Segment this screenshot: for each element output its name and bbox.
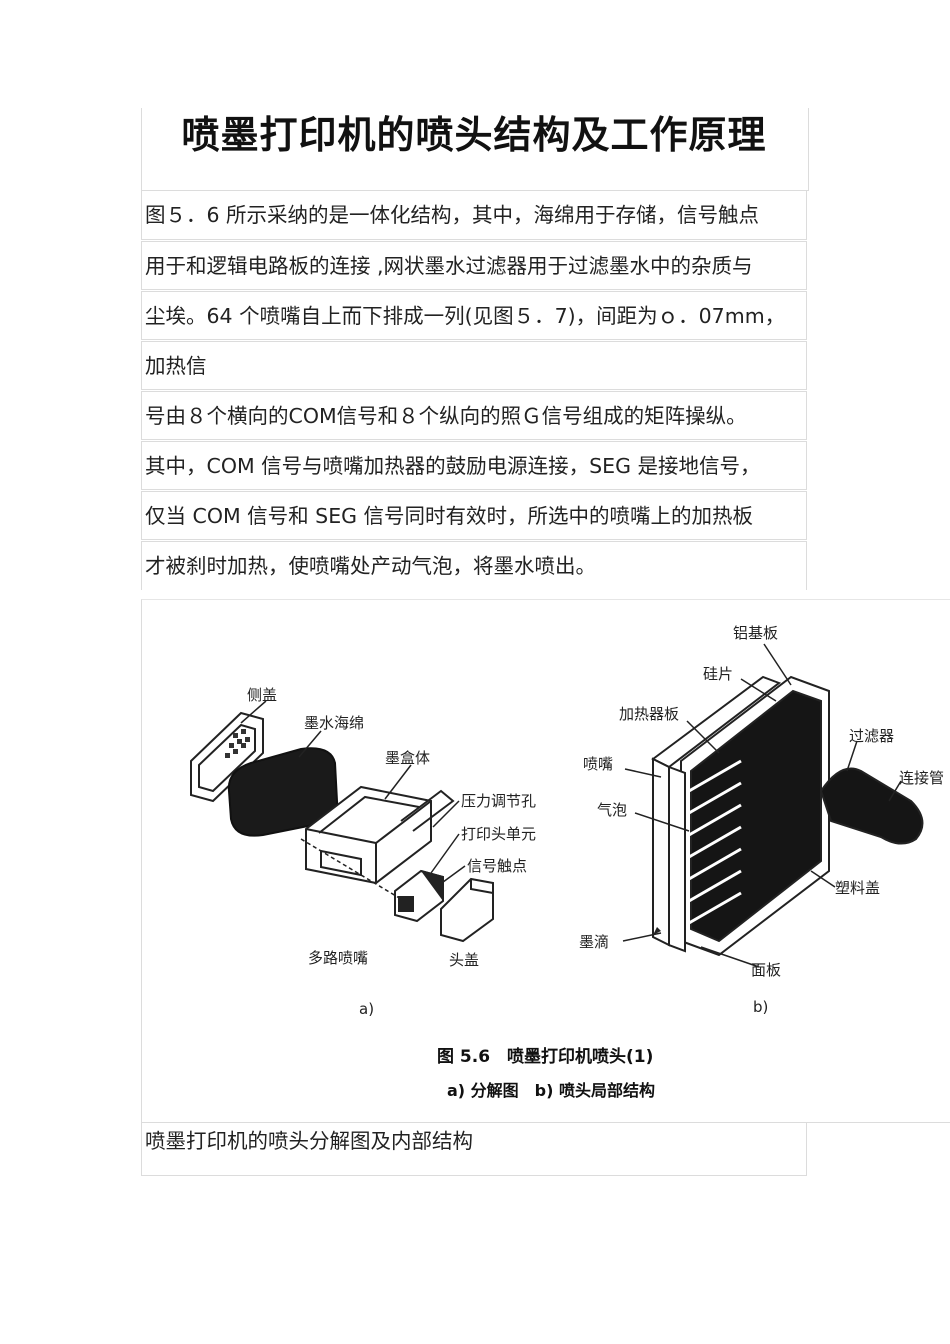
figure-inner-caption-2: a) 分解图 b) 喷头局部结构: [447, 1081, 655, 1100]
head-cover-shape: [440, 877, 494, 943]
label-signal-contacts: 信号触点: [467, 857, 527, 875]
paragraph-line: 号由８个横向的COM信号和８个纵向的照Ｇ信号组成的矩阵操纵。: [141, 391, 807, 440]
label-aluminum-base: 铝基板: [733, 624, 778, 642]
paragraph-line: 用于和逻辑电路板的连接 ,网状墨水过滤器用于过滤墨水中的杂质与: [141, 241, 807, 290]
label-ink-sponge: 墨水海绵: [304, 714, 364, 732]
label-bubble: 气泡: [597, 801, 627, 819]
label-face-plate: 面板: [751, 961, 781, 979]
label-multi-nozzle: 多路喷嘴: [308, 949, 368, 967]
paragraph-line: 尘埃。64 个喷嘴自上而下排成一列(见图５．7)，间距为ｏ．07mm，: [141, 291, 807, 340]
label-print-head-unit: 打印头单元: [461, 825, 536, 843]
label-silicon-chip: 硅片: [703, 665, 733, 683]
label-ink-drop: 墨滴: [579, 933, 609, 951]
sublabel-b: b): [753, 998, 768, 1016]
label-nozzle: 喷嘴: [583, 755, 613, 773]
paragraph-line: 加热信: [141, 341, 807, 390]
figure-caption: 喷墨打印机的喷头分解图及内部结构: [141, 1123, 807, 1176]
figure-frame: 侧盖 墨水海绵 墨盒体 压力调节孔 打印头单元 信号触点 多路喷嘴 头盖 a): [141, 599, 950, 1123]
paragraph-line: 仅当 COM 信号和 SEG 信号同时有效时，所选中的喷嘴上的加热板: [141, 491, 807, 540]
printhead-diagram: 侧盖 墨水海绵 墨盒体 压力调节孔 打印头单元 信号触点 多路喷嘴 头盖 a): [190, 624, 944, 1100]
paragraph-line: 才被刹时加热，使喷嘴处产动气泡，将墨水喷出。: [141, 541, 807, 590]
page-title: 喷墨打印机的喷头结构及工作原理: [181, 112, 767, 157]
leader-lines-b: [622, 643, 902, 968]
figure-inner-caption-1: 图 5.6 喷墨打印机喷头(1): [437, 1046, 653, 1067]
nozzle-head-shape: [651, 675, 924, 957]
sublabel-a: a): [359, 1000, 374, 1018]
label-head-cover: 头盖: [449, 951, 479, 969]
side-cover-shape: [190, 711, 264, 803]
paragraph-line: 图５．6 所示采纳的是一体化结构，其中，海绵用于存储，信号触点: [141, 191, 807, 240]
label-heater-board: 加热器板: [619, 705, 679, 723]
cartridge-body-shape: [305, 785, 455, 885]
label-connector-tube: 连接管: [899, 769, 944, 787]
print-head-unit-shape: [394, 869, 444, 923]
label-plastic-cover: 塑料盖: [835, 879, 880, 897]
paragraph-line: 其中，COM 信号与喷嘴加热器的鼓励电源连接，SEG 是接地信号，: [141, 441, 807, 490]
title-cell: [141, 108, 809, 191]
leader-lines-a: [240, 700, 466, 900]
ink-sponge-shape: [227, 747, 339, 837]
label-filter: 过滤器: [849, 727, 894, 745]
ink-drop-shape: [653, 927, 661, 935]
label-cartridge-body: 墨盒体: [385, 749, 430, 767]
label-pressure-hole: 压力调节孔: [461, 792, 536, 810]
label-side-cover: 侧盖: [247, 686, 277, 704]
